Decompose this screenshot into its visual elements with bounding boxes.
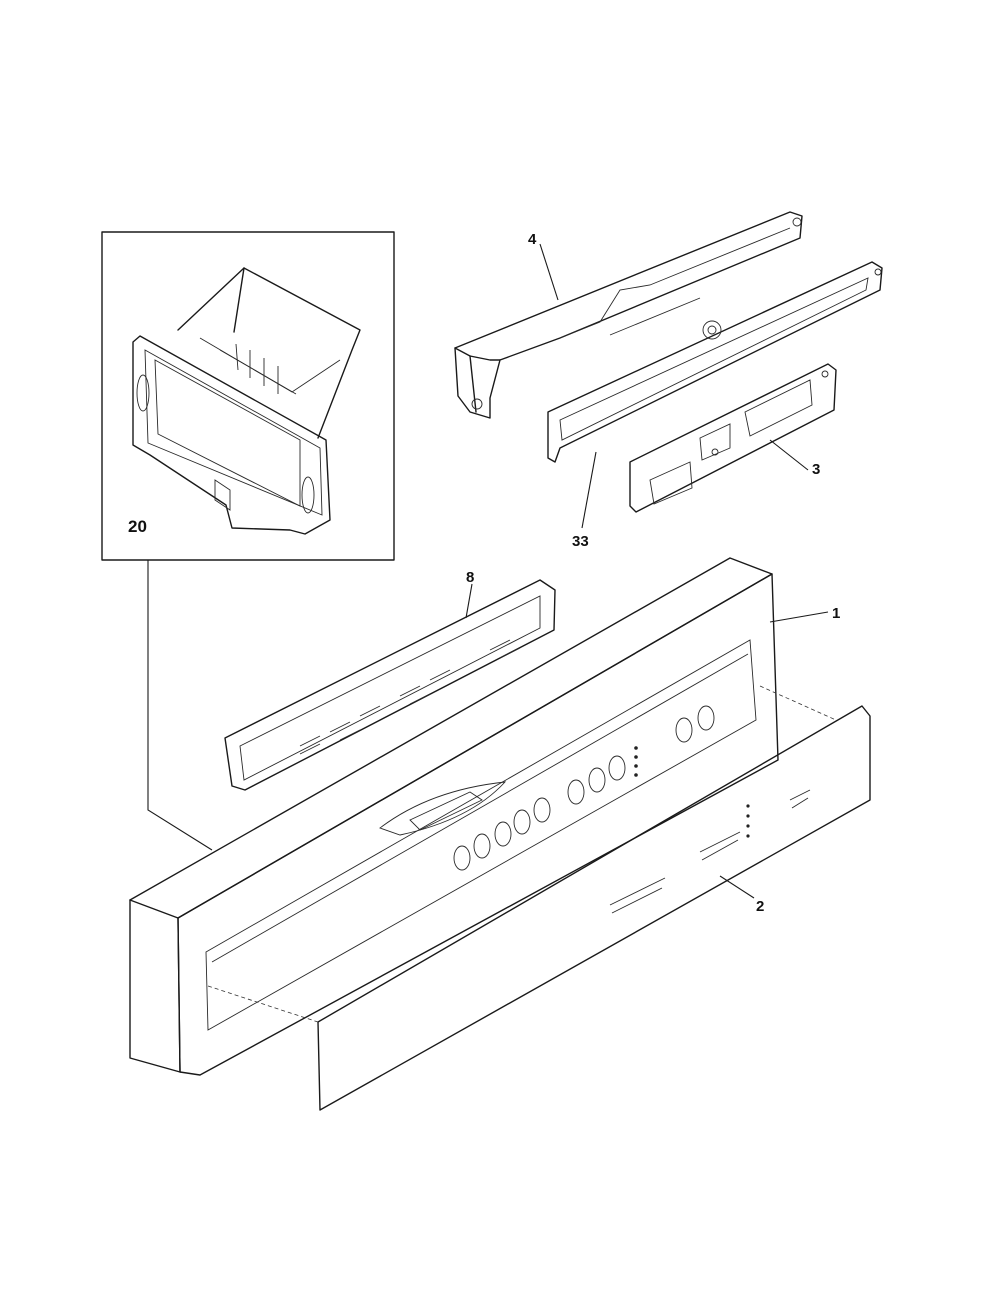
part-number-4: 4 xyxy=(528,231,537,248)
part-number-3: 3 xyxy=(812,461,820,478)
part-number-1: 1 xyxy=(832,605,840,622)
console-buttons xyxy=(453,705,715,871)
leader-line-3 xyxy=(769,439,809,471)
dispenser-assembly xyxy=(132,267,361,535)
overlay-graphics xyxy=(609,789,811,914)
inset-connector-line xyxy=(147,560,213,851)
control-housing-bracket xyxy=(454,211,803,419)
part-number-33: 33 xyxy=(572,533,589,550)
leader-line-2 xyxy=(719,875,755,899)
part-number-8: 8 xyxy=(466,569,474,586)
alignment-line-bottom xyxy=(207,985,319,1023)
part-number-20: 20 xyxy=(128,517,147,536)
leader-line-1 xyxy=(769,611,829,623)
leader-line-4 xyxy=(539,243,559,301)
control-overlay xyxy=(317,705,871,1111)
mounting-plate xyxy=(547,261,883,463)
inset-box-part-20: 20 xyxy=(101,231,395,561)
console-panel xyxy=(129,557,779,1076)
button-keypad xyxy=(224,579,556,791)
part-number-2: 2 xyxy=(756,898,764,915)
leader-line-8 xyxy=(465,583,473,619)
control-board xyxy=(629,363,837,513)
alignment-line-top xyxy=(759,685,837,721)
leader-line-33 xyxy=(581,451,597,529)
